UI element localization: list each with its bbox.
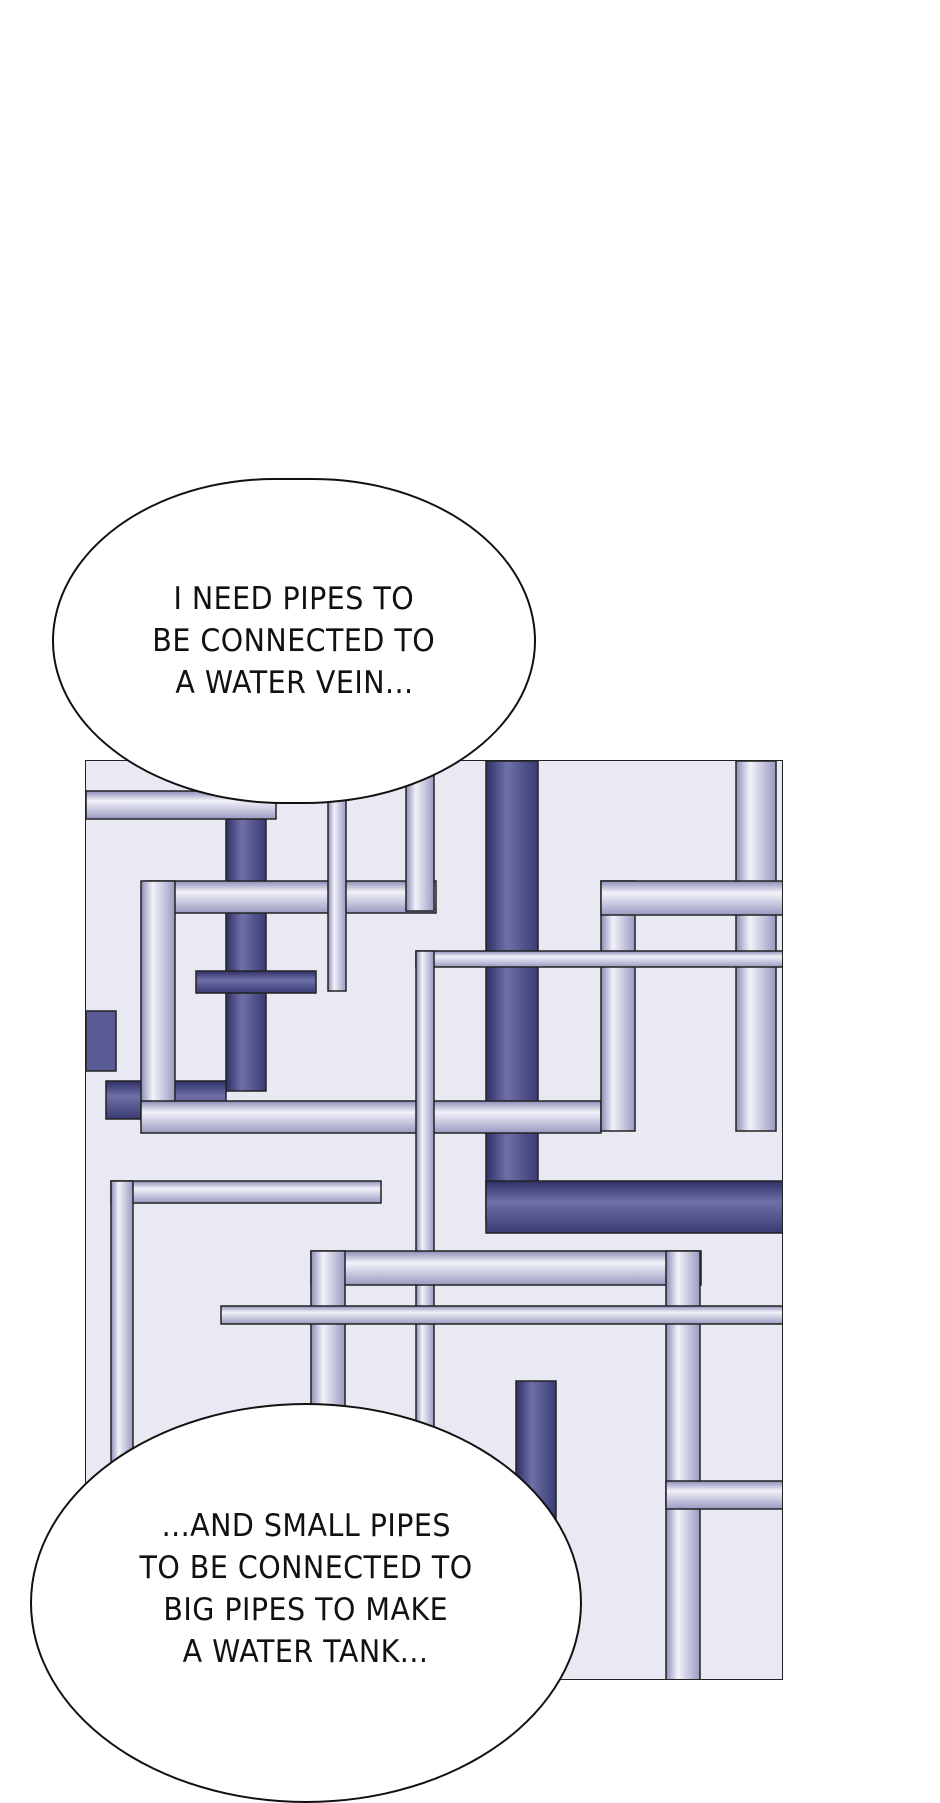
speech-line: I NEED PIPES TO [173, 581, 415, 617]
speech-line: ...AND SMALL PIPES [161, 1508, 451, 1544]
speech-bubble-bottom: ...AND SMALL PIPES TO BE CONNECTED TO BI… [30, 1403, 582, 1803]
speech-line: A WATER VEIN... [174, 665, 414, 701]
speech-line: TO BE CONNECTED TO [139, 1550, 473, 1586]
speech-line: BIG PIPES TO MAKE [163, 1592, 449, 1628]
speech-line: A WATER TANK... [183, 1634, 429, 1670]
speech-line: BE CONNECTED TO [152, 623, 436, 659]
speech-bubble-top: I NEED PIPES TO BE CONNECTED TO A WATER … [52, 478, 536, 804]
